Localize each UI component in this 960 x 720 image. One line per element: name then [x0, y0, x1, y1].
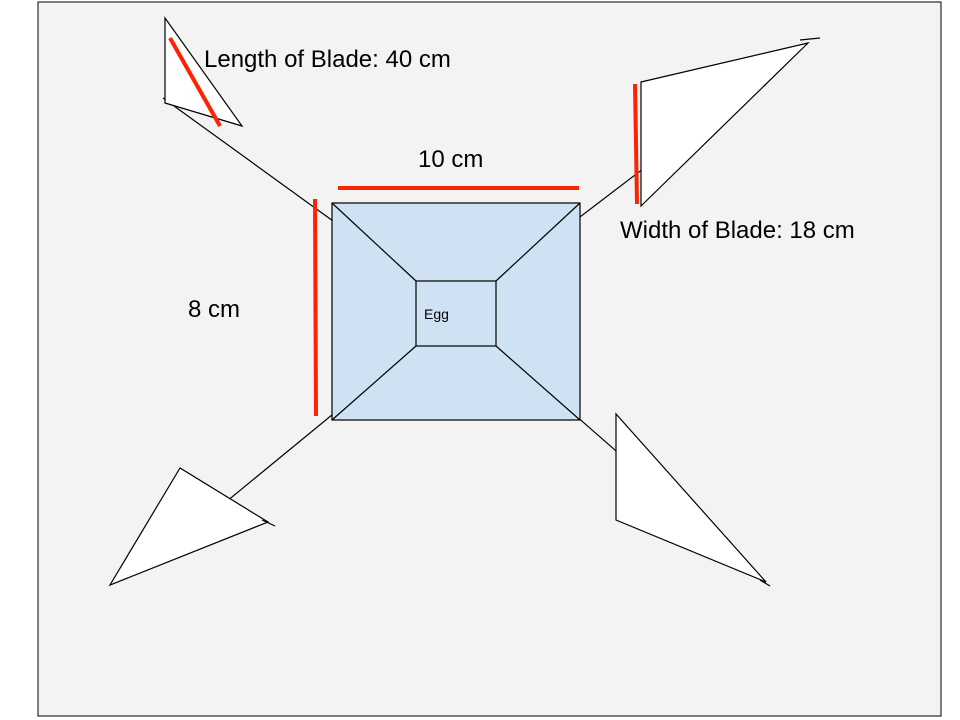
blade-bottom-right: [615, 412, 767, 583]
blade-tick-bottom-right: [759, 579, 771, 587]
egg-box: [415, 280, 497, 347]
body-diagonal-top-right: [495, 202, 581, 282]
side-dimension-label: 8 cm: [188, 296, 240, 323]
top-dimension-label: 10 cm: [418, 146, 483, 173]
blade-top-left: [164, 16, 244, 128]
blade-bottom-left: [108, 467, 270, 587]
blade-length-marker: [168, 37, 222, 127]
blade-width-marker: [633, 83, 639, 205]
side-dimension-marker: [313, 198, 318, 417]
egg-label: Egg: [424, 306, 449, 322]
body-diagonal-bottom-right: [495, 345, 581, 421]
blade-top-right: [640, 41, 810, 208]
body-diagonal-top-left: [331, 202, 417, 282]
blade-length-label: Length of Blade: 40 cm: [204, 46, 451, 73]
blade-tick-top-right: [799, 37, 821, 41]
body-diagonal-bottom-left: [331, 345, 417, 421]
blade-width-label: Width of Blade: 18 cm: [620, 217, 855, 244]
blade-tick-bottom-left: [261, 519, 276, 527]
